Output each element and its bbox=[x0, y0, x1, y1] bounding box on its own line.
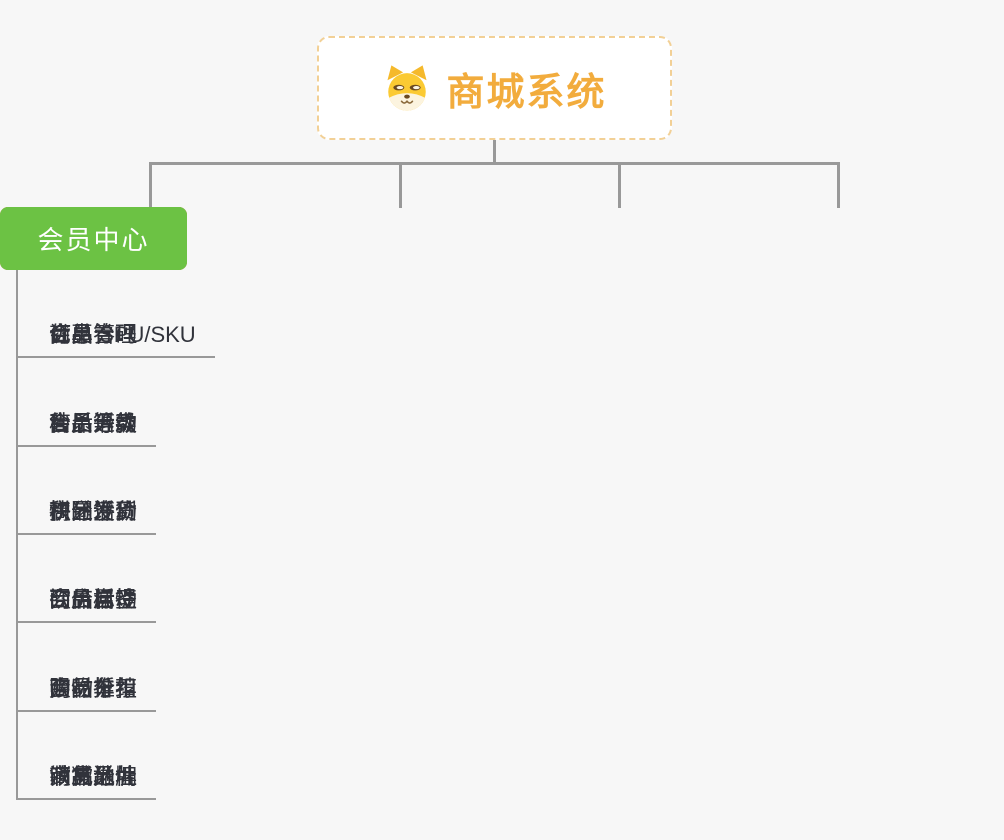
topic-item[interactable]: 积分签到 bbox=[18, 447, 157, 535]
connector-root-drop bbox=[493, 140, 496, 164]
root-node-mall-system[interactable]: 商城系统 bbox=[317, 36, 672, 140]
connector-branch-drop-4 bbox=[837, 162, 840, 208]
branch-item-column: 会员管理会员等级积分签到会员标签会员分组收货地址 bbox=[16, 270, 187, 800]
topic-item[interactable]: 会员分组 bbox=[18, 623, 157, 712]
topic-item[interactable]: 收货地址 bbox=[18, 712, 157, 800]
branch-item-column: 优惠券码秒杀活动拼团活动砍价活动限时折扣满减送 bbox=[16, 270, 187, 800]
branch-group-4: 会员中心 会员管理会员等级积分签到会员标签会员分组收货地址 bbox=[0, 207, 187, 800]
topic-item[interactable]: 会员标签 bbox=[18, 535, 157, 624]
root-title: 商城系统 bbox=[446, 71, 607, 114]
connector-branch-drop-1 bbox=[149, 162, 152, 208]
topic-item[interactable]: 会员管理 bbox=[18, 270, 157, 359]
connector-branch-drop-2 bbox=[399, 162, 402, 208]
connector-branch-drop-3 bbox=[618, 162, 621, 208]
branch-node-4[interactable]: 会员中心 bbox=[0, 207, 187, 270]
topic-item[interactable]: 会员等级 bbox=[18, 358, 157, 447]
doge-icon bbox=[387, 65, 428, 111]
connector-main-rail bbox=[149, 162, 840, 165]
